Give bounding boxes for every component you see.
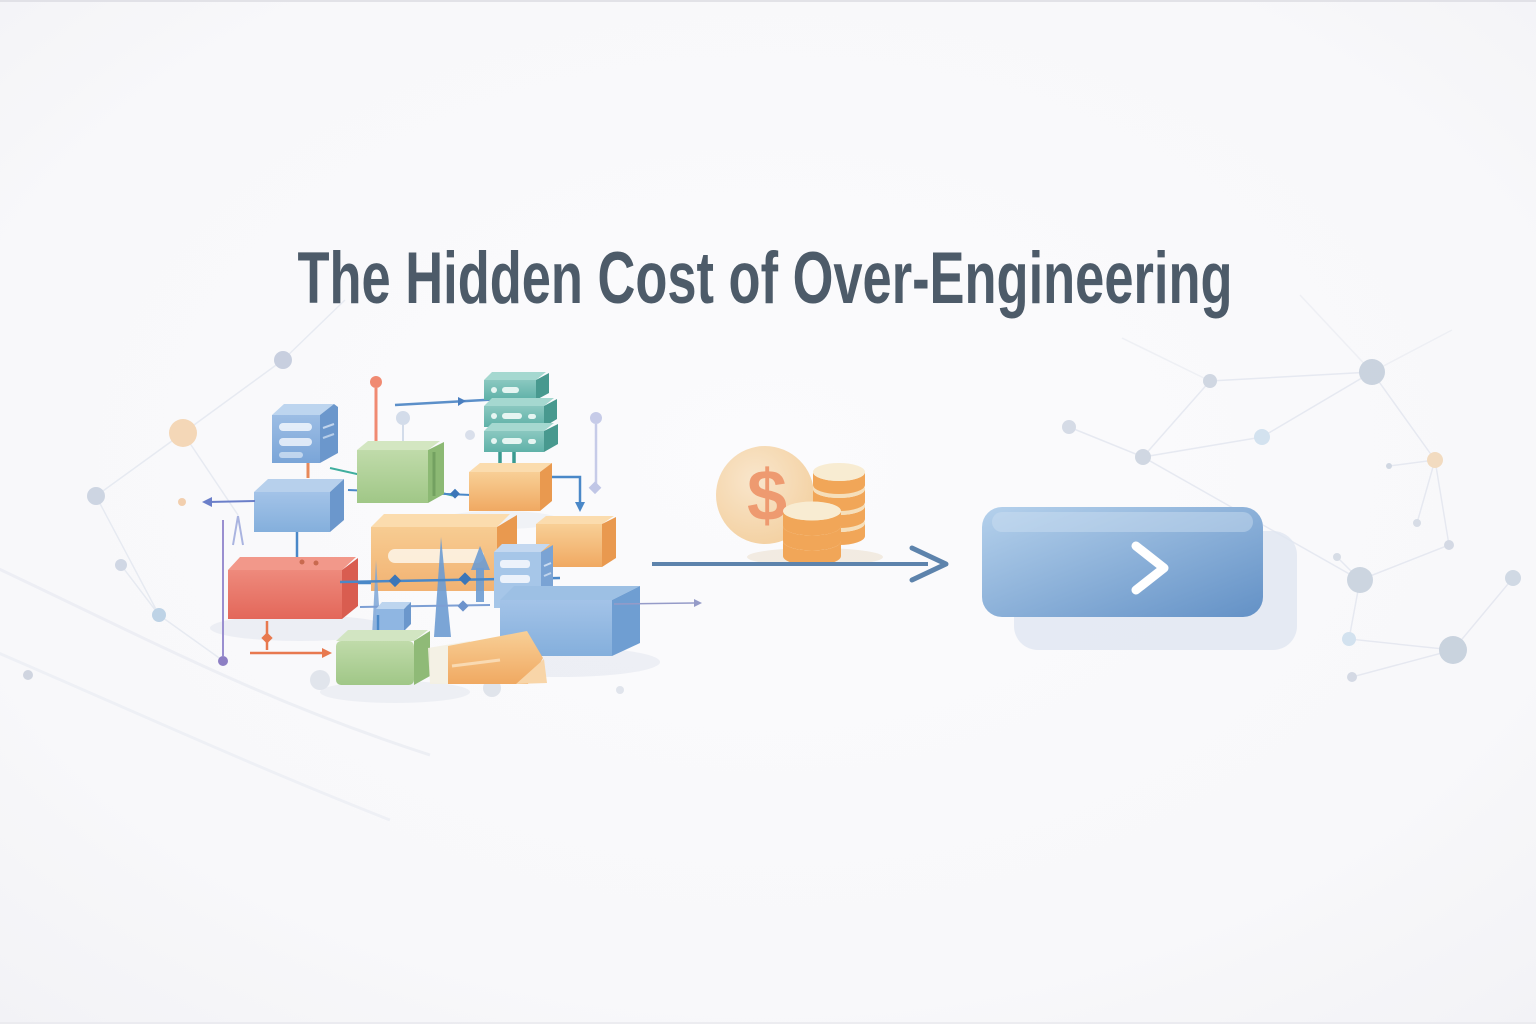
teal-slab-3 [484,423,558,452]
cta-arrow-icon [1025,541,1169,595]
cta-button [982,507,1263,617]
cost-coins-group: $ [716,446,883,566]
green-box-top [357,441,444,503]
red-box [228,557,358,658]
teal-slab-2 [484,398,557,427]
orange-folded-sheet [428,631,547,684]
teal-server-stack [484,372,558,467]
over-engineered-cluster [178,372,702,703]
blue-server-box [272,404,338,478]
network-pattern-right [1062,294,1521,682]
coin-stack-front [783,501,841,566]
flow-arrow [652,545,949,583]
orange-box-upper [469,463,585,512]
blue-cube-left [178,479,344,564]
small-blue-cube [376,602,411,631]
network-pattern-left [0,299,624,822]
page-title: The Hidden Cost of Over-Engineering [298,238,1233,319]
green-box-bottom [336,615,430,685]
dollar-symbol: $ [747,456,787,536]
teal-slab-1 [484,372,549,400]
simple-solution-block [982,507,1297,650]
